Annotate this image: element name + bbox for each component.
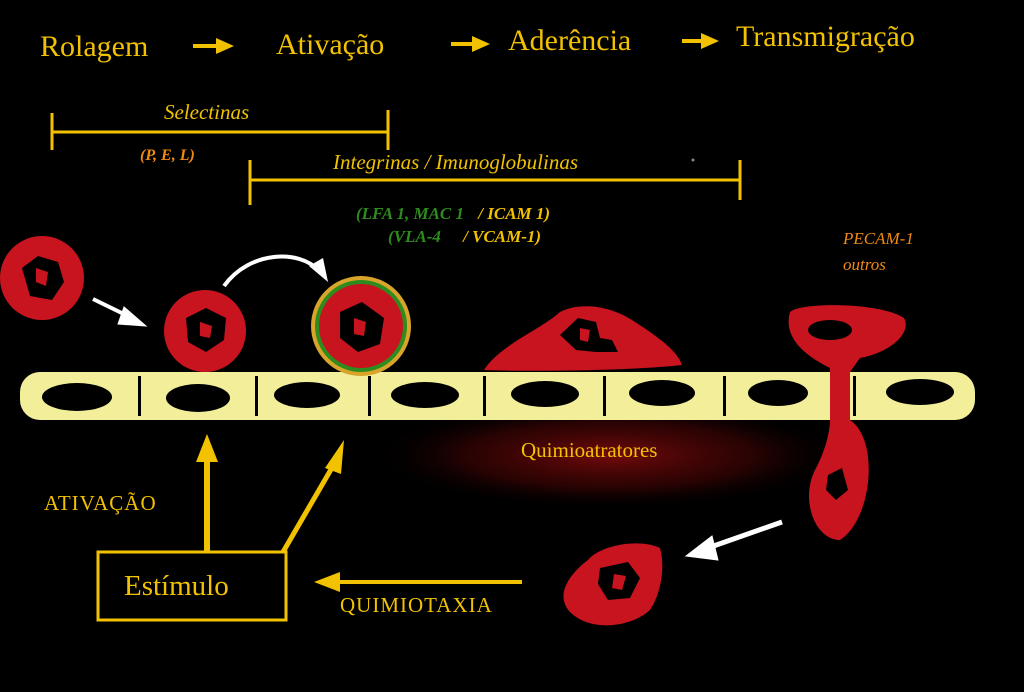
selectins-label: Selectinas: [164, 100, 250, 124]
selectins-bracket: [50, 110, 390, 150]
chemotaxis-arrow: [314, 572, 522, 592]
step-arrow-1: [193, 38, 234, 54]
transmigrating-leukocyte: [788, 305, 906, 540]
integrin-vla4: (VLA-4: [388, 227, 441, 246]
migration-arrow: [684, 519, 783, 561]
endothelium-layer: [20, 372, 975, 420]
activation-arrows: [196, 434, 344, 554]
selectins-types: (P, E, L): [140, 147, 195, 164]
activated-leukocyte: [311, 276, 411, 376]
integrin-ligand-pair-2: (VLA-4 / VCAM-1): [388, 228, 541, 245]
step-arrow-3: [682, 33, 719, 49]
chemoattractants-label: Quimioatratores: [521, 438, 658, 462]
integrins-label: Integrinas / Imunoglobulinas: [333, 150, 578, 174]
chemoattractant-glow: [370, 400, 850, 510]
integrins-bracket: [248, 160, 742, 205]
step-arrow-2: [451, 36, 490, 52]
endothelial-cell-nuclei: [42, 379, 954, 412]
activation-curve-arrow: [222, 254, 328, 288]
endothelial-cell-dividers: [138, 376, 856, 416]
step-arrows: [193, 33, 719, 54]
ligand-icam1: / ICAM 1): [478, 204, 551, 223]
chemotaxis-label: QUIMIOTAXIA: [340, 593, 493, 617]
stimulus-box: [96, 550, 288, 622]
step-adhesion: Aderência: [508, 24, 632, 57]
pecam-label: PECAM-1: [843, 229, 914, 248]
migrated-leukocyte: [563, 543, 663, 626]
step-rolling: Rolagem: [40, 30, 149, 63]
flow-arrow: [92, 297, 148, 327]
step-transmigration: Transmigração: [736, 20, 915, 53]
stimulus-label: Estímulo: [124, 570, 229, 602]
spreading-leukocyte: [484, 306, 682, 371]
ligand-vcam1: / VCAM-1): [463, 227, 542, 246]
step-activation: Ativação: [276, 28, 385, 61]
pecam-others-label: outros: [843, 255, 886, 274]
sparkle-dot: [691, 158, 695, 162]
integrin-lfa1-mac1: (LFA 1, MAC 1: [356, 204, 465, 223]
rolling-leukocyte: [164, 290, 246, 372]
free-leukocyte: [0, 236, 84, 320]
activation-label: ATIVAÇÃO: [44, 491, 157, 515]
integrin-ligand-pair-1: (LFA 1, MAC 1 / ICAM 1): [356, 205, 550, 222]
